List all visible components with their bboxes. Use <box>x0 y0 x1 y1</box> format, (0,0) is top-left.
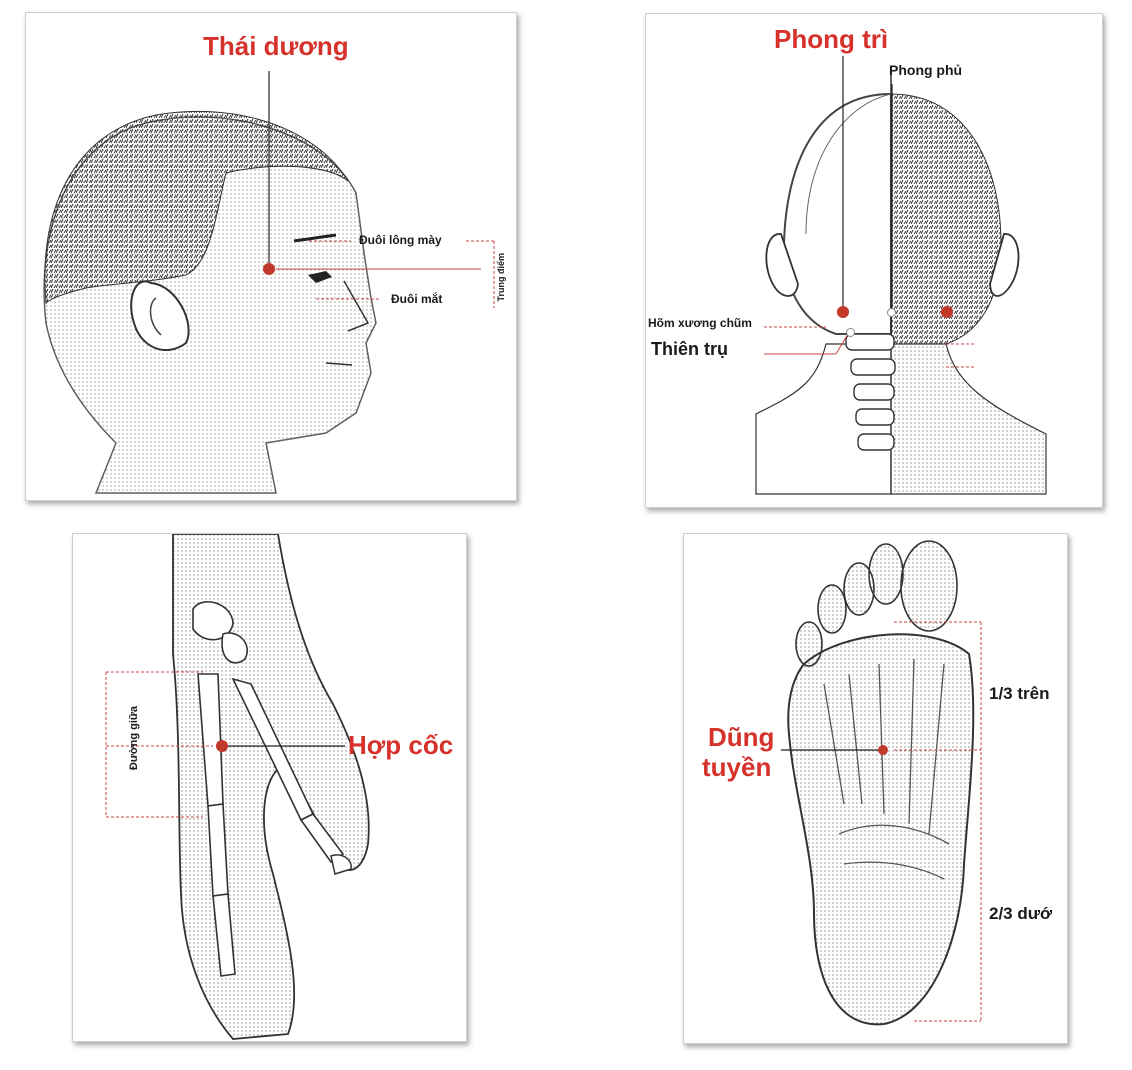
thai-duong-point <box>263 263 275 275</box>
dung-tuyen-label-line2: tuyền <box>702 752 771 783</box>
dung-tuyen-label-line1: Dũng <box>708 722 774 753</box>
foot-panel: Dũng tuyền 1/3 trên 2/3 dướ <box>683 533 1068 1044</box>
head-panel: Thái dương Đuôi lông mày Đuôi mắt Trung … <box>25 12 517 501</box>
phong-phu-point <box>887 308 896 317</box>
neck-leader-lines <box>646 14 1102 507</box>
hop-coc-point <box>216 740 228 752</box>
hand-leader-lines <box>73 534 466 1041</box>
hop-coc-label: Hợp cốc <box>348 730 453 761</box>
eye-tail-label: Đuôi mắt <box>391 292 442 306</box>
upper-third-label: 1/3 trên <box>989 684 1049 704</box>
foot-leader-lines <box>684 534 1067 1043</box>
phong-tri-point-left <box>837 306 849 318</box>
lower-two-thirds-label: 2/3 dướ <box>989 904 1052 924</box>
thai-duong-leader-lines <box>26 13 516 500</box>
thien-tru-point <box>846 328 855 337</box>
hand-panel: Hợp cốc Đường giữa <box>72 533 467 1042</box>
midline-label: Đường giữa <box>128 706 140 770</box>
dung-tuyen-point <box>878 745 888 755</box>
midpoint-label: Trung điểm <box>496 253 506 302</box>
phong-tri-point-right <box>941 306 953 318</box>
eyebrow-tail-label: Đuôi lông mày <box>359 233 442 247</box>
neck-panel: Phong trì Phong phủ Hõm xương chũm Thiên… <box>645 13 1103 508</box>
